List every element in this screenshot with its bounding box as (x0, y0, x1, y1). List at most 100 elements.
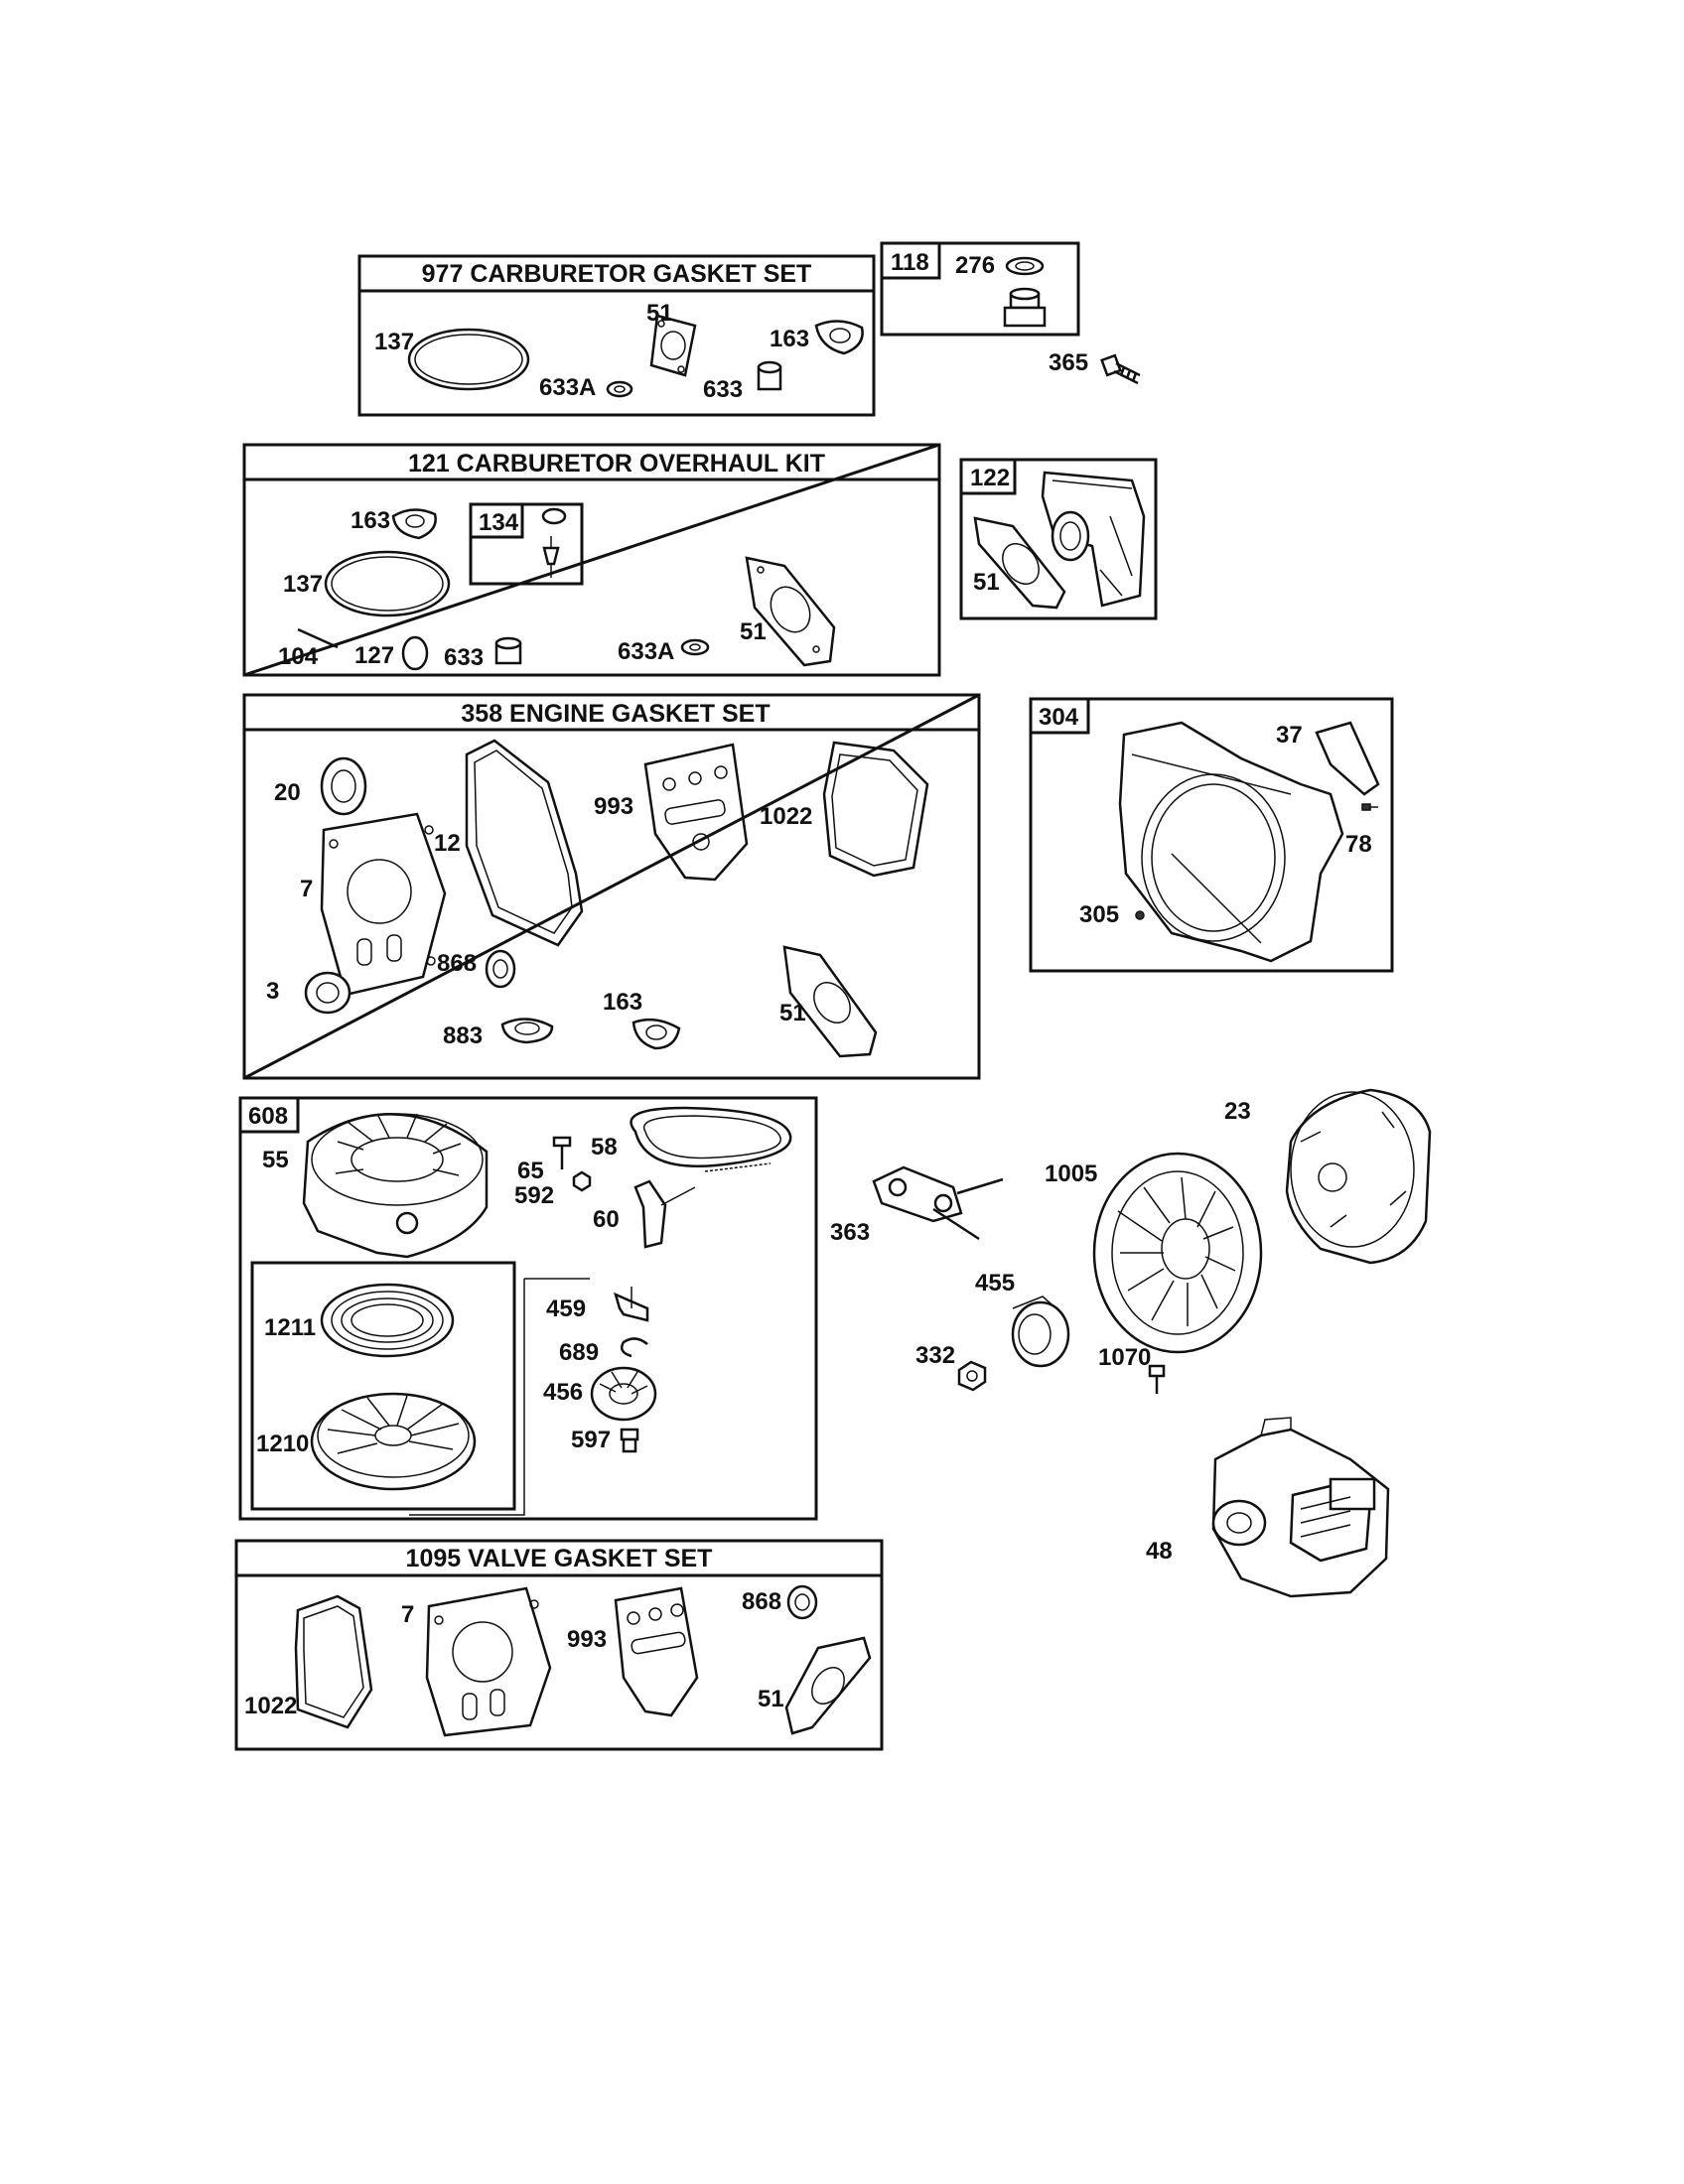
part-597-screw (620, 1428, 639, 1453)
label-48: 48 (1146, 1538, 1173, 1565)
label-163: 163 (603, 989, 642, 1016)
part-plug (1003, 287, 1047, 328)
label-78: 78 (1345, 831, 1372, 858)
part-689-retainer (621, 1337, 648, 1358)
part-55-starter-housing (302, 1113, 489, 1259)
engine-gasket-set-title: 358 ENGINE GASKET SET (461, 700, 770, 728)
part-633a-seal (680, 638, 710, 656)
label-459: 459 (546, 1296, 586, 1322)
part-65-screw (552, 1136, 572, 1169)
label-127: 127 (354, 642, 394, 669)
label-23: 23 (1224, 1098, 1251, 1125)
part-163-gasket (814, 320, 864, 355)
part-118-panel: 118 276 (880, 241, 1080, 337)
part-7-head-gasket (320, 812, 447, 997)
label-365: 365 (1049, 349, 1088, 376)
part-993-gasket (614, 1586, 699, 1717)
intake-manifold (1041, 471, 1146, 608)
label-597: 597 (571, 1427, 611, 1453)
part-883-gasket (500, 1018, 554, 1044)
label-868: 868 (742, 1588, 781, 1615)
label-163: 163 (351, 507, 390, 534)
part-608-panel: 608 (238, 1096, 818, 1521)
valve-gasket-set-panel: 1095 VALVE GASKET SET 1022 7 993 868 51 (234, 1539, 884, 1751)
carburetor-gasket-set-title: 977 CARBURETOR GASKET SET (422, 260, 812, 288)
carburetor-overhaul-kit-title: 121 CARBURETOR OVERHAUL KIT (408, 450, 825, 478)
box-label-118: 118 (891, 249, 929, 276)
label-12: 12 (434, 830, 461, 857)
part-304-panel: 304 37 78 305 (1029, 697, 1394, 973)
part-134-needle (541, 507, 567, 578)
box-label-134: 134 (479, 509, 519, 536)
carburetor-overhaul-kit-panel: 121 CARBURETOR OVERHAUL KIT 134 163 (242, 443, 941, 677)
part-1005-flywheel (1092, 1152, 1263, 1354)
label-55: 55 (262, 1147, 289, 1173)
part-137-ring (407, 328, 530, 391)
part-127-seal (401, 635, 429, 671)
label-276: 276 (955, 252, 995, 279)
part-51-gasket (973, 516, 1066, 610)
label-1211: 1211 (264, 1314, 316, 1341)
part-122-panel: 122 51 (959, 458, 1158, 620)
part-51-gasket (745, 556, 836, 667)
part-459-pawl (614, 1287, 649, 1322)
part-868-seal (786, 1584, 818, 1620)
part-1070-screw (1148, 1364, 1166, 1394)
valve-gasket-set-title: 1095 VALVE GASKET SET (406, 1545, 713, 1572)
engine-gasket-set-panel: 358 ENGINE GASKET SET 20 (242, 693, 981, 1080)
part-993-gasket (643, 743, 749, 882)
label-993: 993 (567, 1626, 607, 1653)
part-455-starter-cup (1011, 1296, 1070, 1368)
part-78-screw (1361, 803, 1378, 811)
label-1005: 1005 (1045, 1160, 1097, 1187)
label-60: 60 (593, 1206, 620, 1233)
part-37-screen (1315, 721, 1380, 796)
label-456: 456 (543, 1379, 583, 1406)
label-1070: 1070 (1098, 1344, 1151, 1371)
carburetor-gasket-set-panel: 977 CARBURETOR GASKET SET 137 51 163 633… (357, 254, 876, 417)
label-332: 332 (915, 1342, 955, 1369)
label-868: 868 (437, 950, 477, 977)
label-305: 305 (1079, 901, 1119, 928)
label-689: 689 (559, 1339, 599, 1366)
part-60-starter-handle (633, 1179, 667, 1249)
label-51: 51 (740, 618, 767, 645)
part-456-cam (590, 1366, 657, 1422)
label-20: 20 (274, 779, 301, 806)
part-332-nut (957, 1360, 987, 1392)
part-1210-pulley (310, 1392, 477, 1491)
label-58: 58 (591, 1134, 618, 1160)
part-163-gasket (391, 508, 437, 540)
part-12-crankcase-gasket (465, 739, 584, 947)
part-365-bolt (1100, 353, 1141, 385)
label-592: 592 (514, 1182, 554, 1209)
label-1022: 1022 (244, 1693, 297, 1719)
label-137: 137 (283, 571, 323, 598)
blower-housing (1118, 721, 1344, 963)
part-363-armature (872, 1165, 1004, 1241)
box-label-304: 304 (1039, 704, 1079, 731)
part-137-ring (324, 550, 451, 617)
label-3: 3 (266, 978, 279, 1005)
part-633a-seal (606, 380, 633, 398)
label-1210: 1210 (256, 1431, 309, 1457)
part-23-fan-housing (1285, 1088, 1432, 1265)
label-7: 7 (401, 1601, 414, 1628)
label-137: 137 (374, 329, 414, 355)
label-1022: 1022 (760, 803, 812, 830)
part-592-nut (572, 1170, 592, 1192)
part-305-screw (1135, 910, 1145, 920)
label-51: 51 (973, 569, 1000, 596)
part-7-head-gasket (425, 1586, 552, 1737)
label-51: 51 (758, 1686, 784, 1712)
part-51-gasket (782, 945, 878, 1058)
part-51-gasket (649, 314, 697, 377)
part-48-short-block (1211, 1417, 1390, 1598)
label-993: 993 (594, 793, 633, 820)
box-label-608: 608 (248, 1103, 288, 1130)
label-455: 455 (975, 1270, 1015, 1297)
part-20-oil-seal (320, 756, 367, 816)
label-7: 7 (300, 876, 313, 902)
label-51: 51 (779, 1000, 806, 1026)
